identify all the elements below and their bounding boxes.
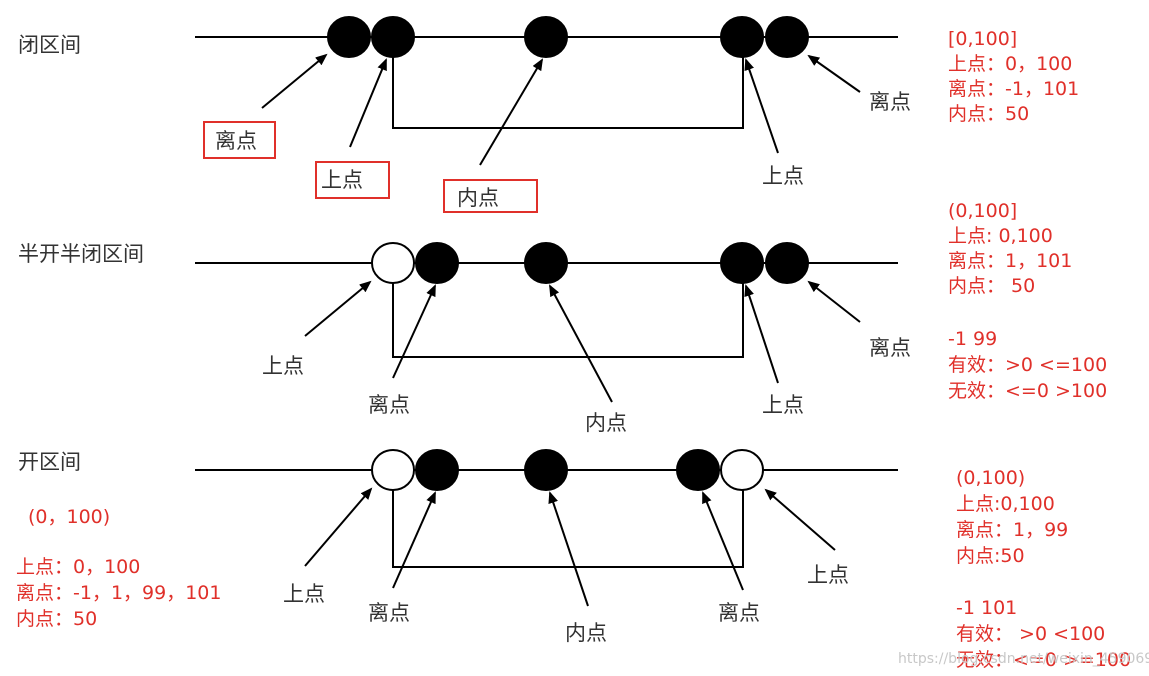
closed-label-box-on [315, 161, 390, 199]
open-interval-section: 开区间 上点 离点 内点 离点 上点 (0，100) 上点：0，100 离点：-… [16, 449, 1131, 671]
open-label-on-left: 上点 [283, 582, 325, 606]
open-arrow-off-left [392, 491, 436, 589]
closed-title: 闭区间 [18, 33, 81, 57]
half-open-arrow-off-left [392, 284, 436, 379]
closed-label-in: 内点 [457, 186, 499, 210]
open-right-note-0: (0,100) [956, 467, 1025, 489]
closed-note-0: [0,100] [948, 28, 1017, 50]
closed-note-2: 离点：-1，101 [948, 78, 1079, 100]
half-open-note-0: (0,100] [948, 200, 1017, 222]
half-open-label-off-left: 离点 [368, 393, 410, 417]
open-label-off-right: 离点 [718, 601, 760, 625]
closed-notes: [0,100] 上点：0，100 离点：-1，101 内点：50 [948, 28, 1079, 125]
closed-interval-section: 闭区间 离点 上点 内点 上点 离点 [0,100] 上点：0，100 离点：-… [18, 16, 1079, 213]
open-right-note-2: 离点：1，99 [956, 519, 1068, 541]
closed-arrow-on-right [744, 58, 779, 154]
open-notes-left: (0，100) 上点：0，100 离点：-1，1，99，101 内点：50 [16, 506, 221, 630]
closed-in-point [524, 16, 568, 58]
open-arrow-on-left [304, 487, 373, 567]
half-open-label-on-left: 上点 [262, 354, 304, 378]
half-open-arrow-in [549, 284, 613, 403]
half-open-note-3: 内点： 50 [948, 275, 1035, 297]
closed-label-off-left: 离点 [215, 129, 257, 153]
open-off-point-right [676, 449, 720, 491]
open-right-note-1: 上点:0,100 [956, 493, 1055, 515]
closed-arrow-off-left [261, 53, 328, 109]
closed-note-3: 内点：50 [948, 103, 1029, 125]
open-right-note-5: 有效： >0 <100 [956, 623, 1105, 645]
open-right-note-3: 内点:50 [956, 545, 1025, 567]
closed-off-point-left [327, 16, 371, 58]
half-open-label-in: 内点 [585, 411, 627, 435]
open-on-point-right [720, 449, 764, 491]
half-open-note-5: 有效：>0 <=100 [948, 354, 1107, 376]
open-title: 开区间 [18, 450, 81, 474]
half-open-off-point-right [765, 242, 809, 284]
open-left-note-0: (0，100) [28, 506, 110, 528]
half-open-note-4: -1 99 [948, 328, 997, 350]
closed-arrow-off-right [807, 54, 861, 93]
half-open-on-point-left [371, 242, 415, 284]
open-off-point-left [415, 449, 459, 491]
open-bracket [392, 485, 744, 568]
open-left-note-3: 内点：50 [16, 608, 97, 630]
half-open-note-1: 上点: 0,100 [948, 225, 1053, 247]
closed-arrow-on-left [349, 58, 387, 148]
open-on-point-left [371, 449, 415, 491]
half-open-label-off-right: 离点 [869, 336, 911, 360]
closed-on-point-left [371, 16, 415, 58]
open-left-note-1: 上点：0，100 [16, 556, 140, 578]
open-label-off-left: 离点 [368, 601, 410, 625]
open-notes-right: (0,100) 上点:0,100 离点：1，99 内点:50 -1 101 有效… [956, 467, 1131, 671]
half-open-in-point [524, 242, 568, 284]
open-in-point [524, 449, 568, 491]
open-label-on-right: 上点 [807, 563, 849, 587]
closed-label-off-right: 离点 [869, 90, 911, 114]
closed-off-point-right [765, 16, 809, 58]
watermark: https://blog.csdn.net/weixin_45906996 [898, 651, 1149, 667]
open-right-note-6: 无效：<=0 >=100 [956, 649, 1131, 671]
open-left-note-2: 离点：-1，1，99，101 [16, 582, 221, 604]
half-open-label-on-right: 上点 [762, 393, 804, 417]
closed-note-1: 上点：0，100 [948, 53, 1072, 75]
open-arrow-in [548, 491, 589, 607]
closed-label-on-right: 上点 [762, 164, 804, 188]
half-open-interval-section: 半开半闭区间 上点 离点 内点 上点 离点 (0,100] 上点: 0,100 … [18, 200, 1107, 435]
half-open-arrow-off-right [807, 280, 861, 323]
closed-label-box-in [443, 179, 538, 213]
open-arrow-off-right [702, 491, 744, 591]
closed-label-box-off [203, 121, 276, 159]
half-open-title: 半开半闭区间 [18, 242, 144, 266]
open-right-note-4: -1 101 [956, 597, 1017, 619]
closed-bracket [392, 52, 744, 129]
closed-label-on-left: 上点 [321, 168, 363, 192]
half-open-arrow-on-left [304, 280, 372, 337]
half-open-notes: (0,100] 上点: 0,100 离点：1，101 内点： 50 -1 99 … [948, 200, 1107, 402]
open-label-in: 内点 [565, 621, 607, 645]
half-open-arrow-on-right [744, 284, 779, 384]
open-arrow-on-right [764, 488, 836, 551]
half-open-bracket [392, 278, 744, 358]
half-open-on-point-right [720, 242, 764, 284]
half-open-note-2: 离点：1，101 [948, 250, 1072, 272]
half-open-off-point-left [415, 242, 459, 284]
closed-on-point-right [720, 16, 764, 58]
half-open-note-6: 无效：<=0 >100 [948, 380, 1107, 402]
closed-arrow-in [479, 58, 544, 166]
